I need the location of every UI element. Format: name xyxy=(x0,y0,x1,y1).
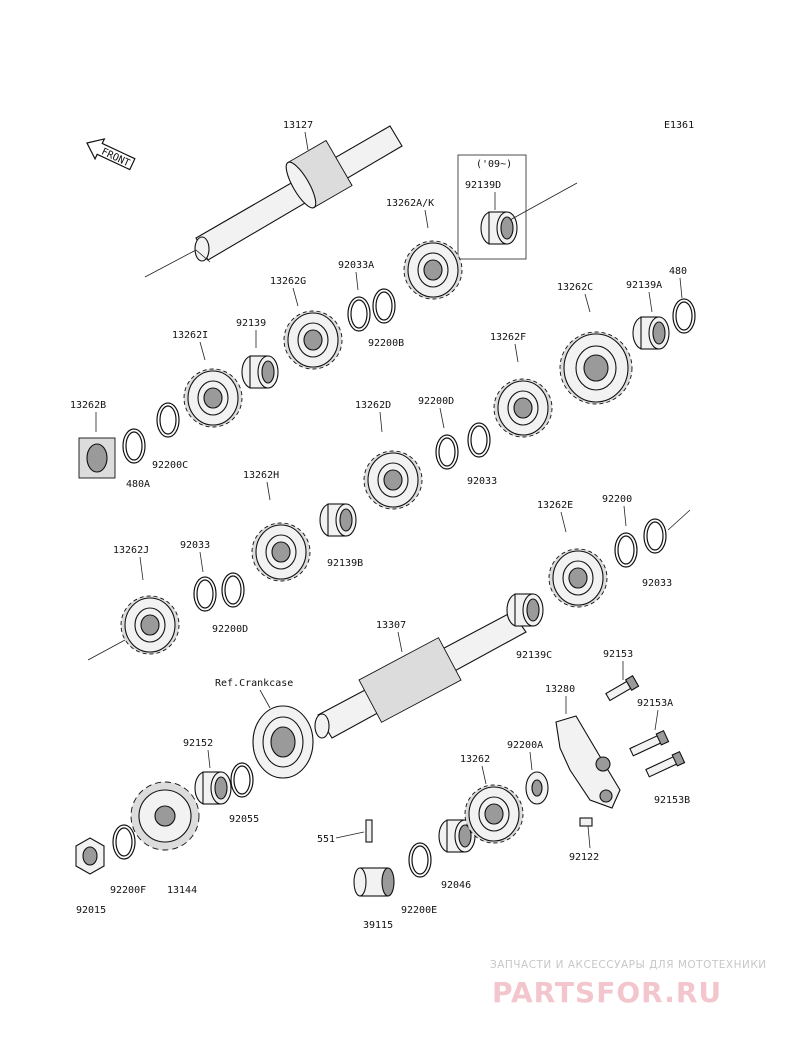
label-92200C: 92200C xyxy=(152,460,188,471)
gear-13262I xyxy=(183,368,243,428)
circlip-480 xyxy=(672,298,696,334)
watermark-logo: PARTSFOR.RU xyxy=(492,976,722,1009)
shaft-13307 xyxy=(314,611,527,739)
pin-92122 xyxy=(579,817,593,827)
label-92153: 92153 xyxy=(603,649,633,660)
washer-92200D-low xyxy=(221,572,245,608)
label-92139B: 92139B xyxy=(327,558,363,569)
bearing-92139 xyxy=(241,355,279,389)
watermark-tagline: ЗАПЧАСТИ И АКСЕССУАРЫ ДЛЯ МОТОТЕХНИКИ xyxy=(490,959,767,971)
circlip-92033-right xyxy=(643,518,667,554)
label-39115: 39115 xyxy=(363,920,393,931)
nut-92015 xyxy=(75,837,105,875)
washer-92200B xyxy=(372,288,396,324)
model-year-box xyxy=(457,154,527,260)
arm-13280 xyxy=(555,715,621,809)
washer-92200D-top xyxy=(435,434,459,470)
bushing-92139D xyxy=(480,211,518,245)
label-92033-mid: 92033 xyxy=(467,476,497,487)
label-92033A: 92033A xyxy=(338,260,374,271)
label-13307: 13307 xyxy=(376,620,406,631)
bearing-92139C xyxy=(506,593,544,627)
label-92200D-top: 92200D xyxy=(418,396,454,407)
label-13262AK: 13262A/K xyxy=(386,198,434,209)
label-13262D: 13262D xyxy=(355,400,391,411)
label-92122: 92122 xyxy=(569,852,599,863)
label-92200: 92200 xyxy=(602,494,632,505)
label-92139A: 92139A xyxy=(626,280,662,291)
diagram-code: E1361 xyxy=(664,120,694,131)
label-13262J: 13262J xyxy=(113,545,149,556)
label-92153A: 92153A xyxy=(637,698,673,709)
label-480A: 480A xyxy=(126,479,150,490)
label-92033-left: 92033 xyxy=(180,540,210,551)
label-92200B: 92200B xyxy=(368,338,404,349)
label-92055: 92055 xyxy=(229,814,259,825)
label-92033-right: 92033 xyxy=(642,578,672,589)
label-13262H: 13262H xyxy=(243,470,279,481)
label-13262B: 13262B xyxy=(70,400,106,411)
label-92200E: 92200E xyxy=(401,905,437,916)
gear-13262B xyxy=(78,437,116,479)
label-13144: 13144 xyxy=(167,885,197,896)
label-551: 551 xyxy=(317,834,335,845)
circlip-480A xyxy=(122,428,146,464)
label-13262C: 13262C xyxy=(557,282,593,293)
label-13262F: 13262F xyxy=(490,332,526,343)
label-92200D-low: 92200D xyxy=(212,624,248,635)
pin-551 xyxy=(365,819,373,843)
label-92200A: 92200A xyxy=(507,740,543,751)
label-13262I: 13262I xyxy=(172,330,208,341)
label-13280: 13280 xyxy=(545,684,575,695)
label-13262G: 13262G xyxy=(270,276,306,287)
washer-92200 xyxy=(614,532,638,568)
gear-13262C xyxy=(559,331,633,405)
crankcase-bearing xyxy=(252,705,314,779)
oring-92055 xyxy=(230,762,254,798)
circlip-92033A xyxy=(347,296,371,332)
circlip-92033-mid xyxy=(467,422,491,458)
bearing-92139A xyxy=(632,316,670,350)
sprocket-13144 xyxy=(130,781,200,851)
bolt-92153B xyxy=(645,750,686,778)
label-480: 480 xyxy=(669,266,687,277)
bolt-92153A xyxy=(629,729,670,757)
gear-13262 xyxy=(464,784,524,844)
washer-92200A xyxy=(525,771,549,805)
label-13262: 13262 xyxy=(460,754,490,765)
collar-92152 xyxy=(194,771,232,805)
washer-92200E xyxy=(408,842,432,878)
label-92046: 92046 xyxy=(441,880,471,891)
bearing-92139B xyxy=(319,503,357,537)
gear-13262J xyxy=(120,595,180,655)
gear-13262F xyxy=(493,378,553,438)
label-92139C: 92139C xyxy=(516,650,552,661)
model-year-note: ('09~) xyxy=(476,159,512,170)
circlip-92033-left xyxy=(193,576,217,612)
washer-92200F xyxy=(112,824,136,860)
sleeve-39115 xyxy=(353,867,395,897)
washer-92200C xyxy=(156,402,180,438)
gear-13262AK xyxy=(403,240,463,300)
shaft-13127 xyxy=(144,125,403,278)
gear-13262H xyxy=(251,522,311,582)
label-92015: 92015 xyxy=(76,905,106,916)
label-92139: 92139 xyxy=(236,318,266,329)
bolt-92153 xyxy=(605,675,640,702)
ref-crankcase-label: Ref.Crankcase xyxy=(215,678,293,689)
label-92200F: 92200F xyxy=(110,885,146,896)
label-92139D: 92139D xyxy=(465,180,501,191)
gear-13262E xyxy=(548,548,608,608)
front-arrow-icon: FRONT xyxy=(86,138,136,171)
label-92153B: 92153B xyxy=(654,795,690,806)
label-13127: 13127 xyxy=(283,120,313,131)
label-92152: 92152 xyxy=(183,738,213,749)
gear-13262D xyxy=(363,450,423,510)
label-13262E: 13262E xyxy=(537,500,573,511)
gear-13262G xyxy=(283,310,343,370)
